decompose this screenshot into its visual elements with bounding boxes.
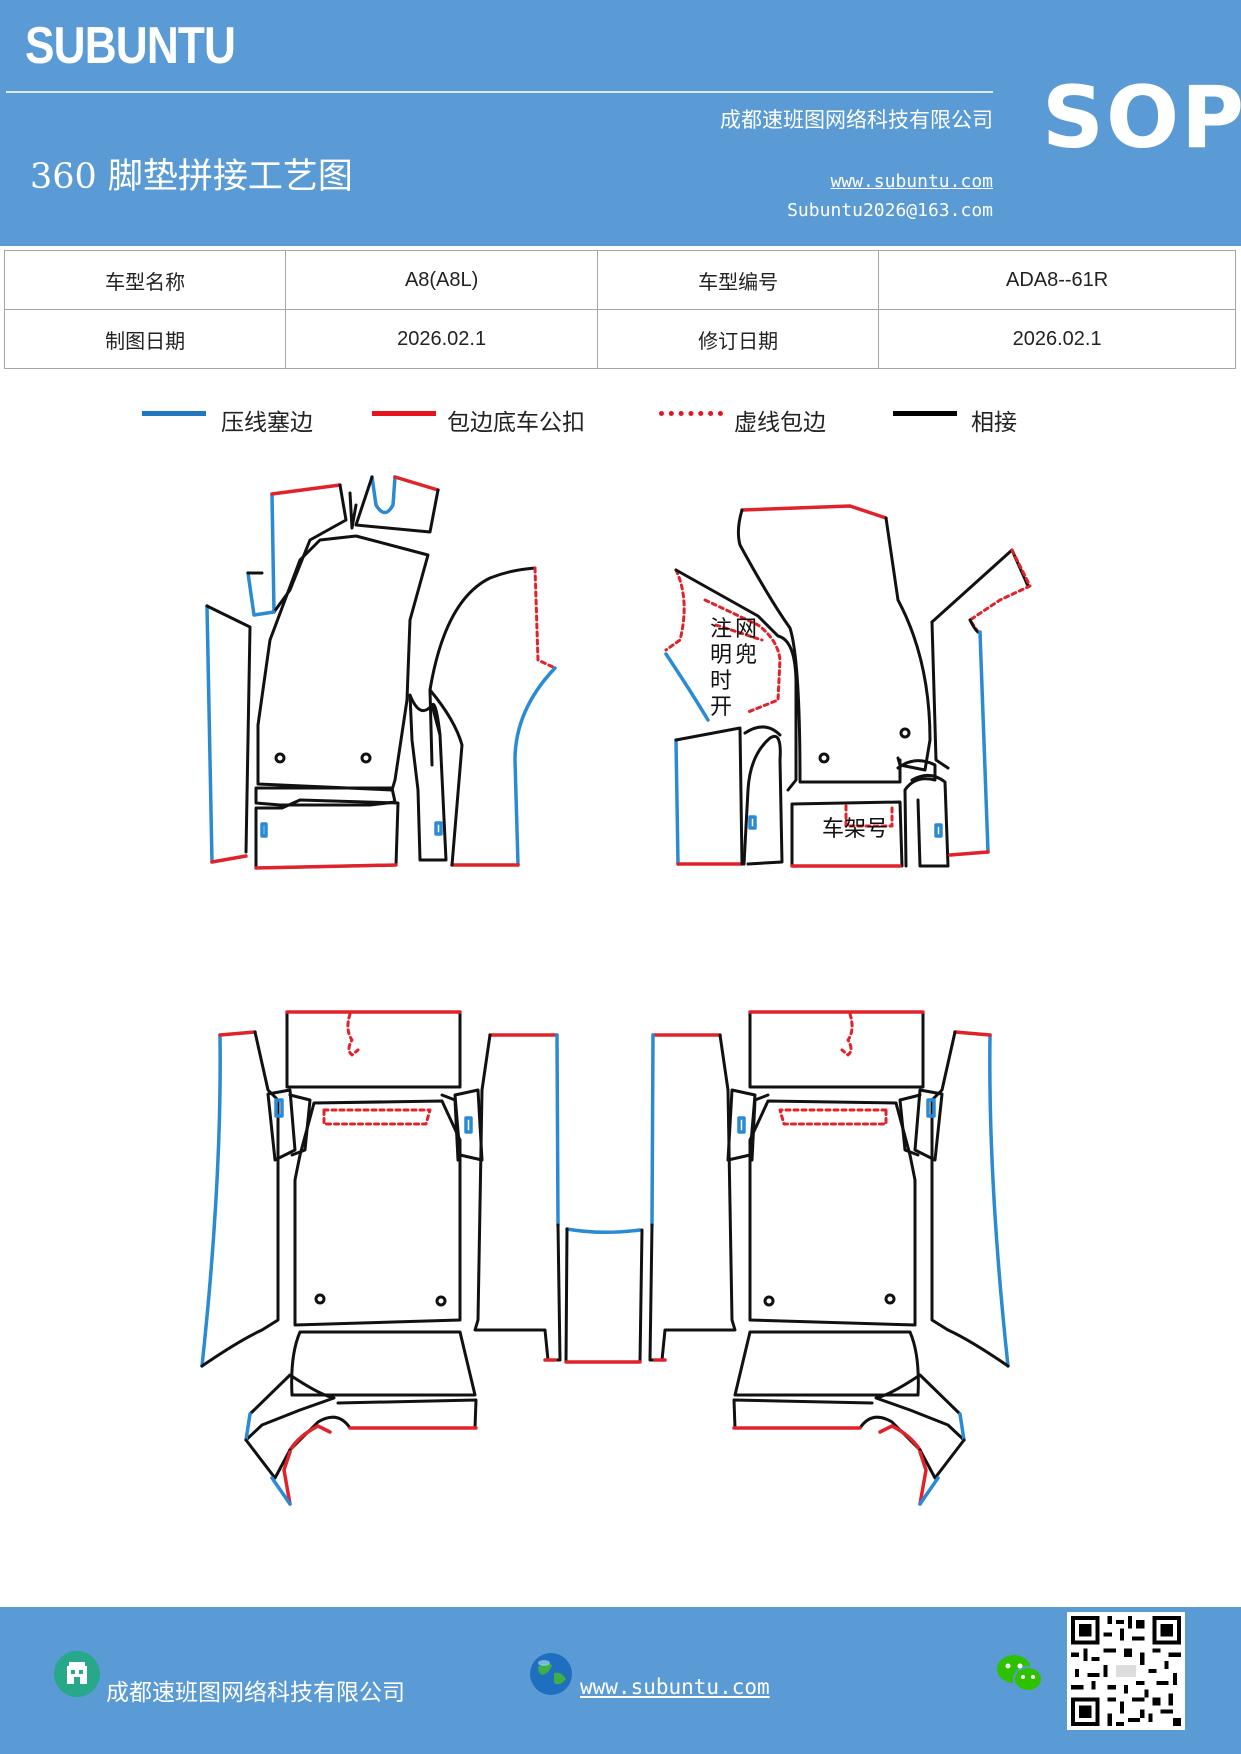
qr-code [1067,1612,1185,1730]
legend-label: 包边底车公扣 [447,410,585,436]
legend-label: 压线塞边 [221,410,313,436]
legend-swatch [893,411,957,416]
vehicle-info-table: 车型名称 A8(A8L) 车型编号 ADA8--61R 制图日期 2026.02… [3,250,1236,369]
model-name-label: 车型名称 [3,250,287,310]
legend-label: 相接 [971,410,1017,436]
note-char: 网 [735,617,757,642]
table-row: 车型名称 A8(A8L) 车型编号 ADA8--61R [3,250,1236,310]
note-char: 时 [710,669,732,694]
revision-date-label: 修订日期 [596,309,880,369]
model-code-value: ADA8--61R [878,250,1236,310]
rear-mat-group [200,1010,1010,1506]
note-char: 兜 [735,643,757,668]
globe-icon [528,1651,574,1697]
rear-right-mat-mirror [648,1010,1010,1506]
brand-logo: SUBUNTU [25,17,236,75]
website-link[interactable]: www.subuntu.com [830,171,993,192]
legend-item: 包边底车公扣 [372,395,612,443]
drawing-date-value: 2026.02.1 [285,309,598,369]
header-divider [6,91,993,93]
legend-item: 虚线包边 [659,395,859,443]
frame-number-label: 车架号 [822,817,888,842]
model-code-label: 车型编号 [596,250,880,310]
legend-swatch [659,411,723,416]
legend-label: 虚线包边 [734,410,826,436]
building-icon [54,1651,100,1697]
company-name: 成都速班图网络科技有限公司 [720,108,993,132]
table-row: 制图日期 2026.02.1 修订日期 2026.02.1 [3,309,1236,369]
front-left-mat-group [205,475,557,870]
footer-banner: 成都速班图网络科技有限公司 www.subuntu.com [0,1607,1241,1754]
legend-swatch [372,411,436,416]
model-name-value: A8(A8L) [285,250,598,310]
front-right-mat-group: 注 网 明 兜 时 开 车架号 [664,504,1032,868]
legend-item: 相接 [893,395,1053,443]
note-char: 明 [710,643,732,668]
revision-date-value: 2026.02.1 [878,309,1236,369]
drawing-date-label: 制图日期 [3,309,287,369]
note-char: 注 [710,617,732,642]
footer-company-name: 成都速班图网络科技有限公司 [106,1680,405,1706]
header-banner: SUBUNTU 成都速班图网络科技有限公司 360 脚垫拼接工艺图 www.su… [0,0,1241,246]
wechat-icon[interactable] [996,1653,1044,1695]
page-title: 360 脚垫拼接工艺图 [30,157,353,197]
legend-swatch [142,411,206,416]
note-char: 开 [710,695,732,720]
footer-website-link[interactable]: www.subuntu.com [580,1675,770,1699]
sop-badge: SOP [1042,68,1241,168]
floor-mat-diagram: .k { stroke:#111; stroke-width:3; fill:n… [200,475,1032,1506]
email-address: Subuntu2026@163.com [787,200,993,221]
legend-item: 压线塞边 [142,395,342,443]
